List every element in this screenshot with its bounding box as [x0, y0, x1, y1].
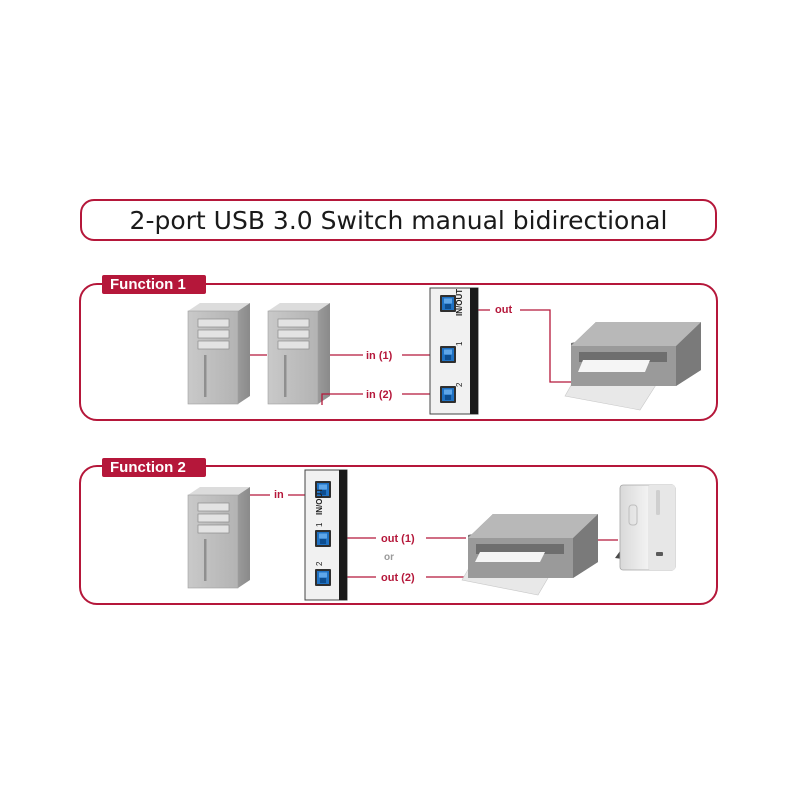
function1-diagram: IN/OUT 1 2 out in (1) in (2)	[187, 287, 701, 415]
function1-tab: Function 1	[102, 275, 206, 294]
diagram-title: 2-port USB 3.0 Switch manual bidirection…	[129, 205, 668, 235]
printer-icon	[564, 322, 701, 411]
function2-diagram: IN/OUT 1 2 in out (1) or out (2)	[187, 469, 676, 601]
title-box: 2-port USB 3.0 Switch manual bidirection…	[80, 199, 717, 241]
usb-port-1	[315, 530, 331, 547]
usb-switch-icon: IN/OUT 1 2	[304, 469, 348, 601]
function1-panel	[79, 283, 718, 421]
port-io-label: IN/OUT	[455, 289, 464, 316]
port-1-label: 1	[315, 522, 324, 527]
label-in1: in (1)	[366, 350, 393, 362]
label-in2: in (2)	[366, 389, 393, 401]
port-2-label: 2	[455, 382, 464, 387]
usb-port-2	[440, 386, 456, 403]
port-1-label: 1	[455, 341, 464, 346]
cable-in2	[321, 393, 363, 405]
function2-panel	[79, 465, 718, 605]
port-io-label: IN/OUT	[315, 488, 324, 515]
label-in: in	[274, 489, 284, 501]
printer-icon	[461, 514, 598, 596]
usb-port-1	[440, 346, 456, 363]
label-out: out	[495, 304, 512, 316]
pc-tower-icon	[187, 302, 251, 405]
label-or: or	[384, 552, 394, 563]
pc-tower-icon	[187, 486, 251, 589]
function2-tab: Function 2	[102, 458, 206, 477]
pc-tower-icon	[267, 302, 331, 405]
usb-port-2	[315, 569, 331, 586]
external-drive-icon	[615, 484, 676, 571]
label-out2: out (2)	[381, 572, 415, 584]
port-2-label: 2	[315, 561, 324, 566]
usb-switch-icon: IN/OUT 1 2	[429, 287, 479, 415]
label-out1: out (1)	[381, 533, 415, 545]
usb-port-io	[440, 295, 456, 312]
